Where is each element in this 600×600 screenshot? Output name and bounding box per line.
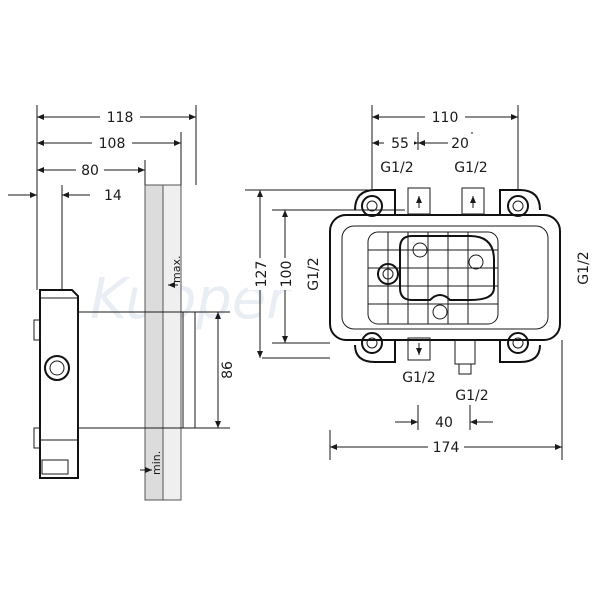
thread-left: G1/2: [306, 257, 322, 290]
wall-layer-outer: [162, 184, 182, 501]
thread-right: G1/2: [576, 251, 592, 284]
dim-100: 100: [279, 261, 295, 288]
dim-108: 108: [99, 136, 126, 152]
dim-14: 14: [104, 188, 122, 204]
dim-174: 174: [433, 440, 460, 456]
port-circle: [44, 355, 70, 381]
dim-80: 80: [81, 163, 99, 179]
valve-body: [39, 289, 79, 479]
body-outline: [329, 214, 561, 341]
thread-bottom-left: G1/2: [402, 370, 435, 386]
dim-110: 110: [432, 110, 459, 126]
lug-bottom-right: [499, 340, 541, 363]
label-max: max.: [170, 256, 183, 283]
thread-bottom-right: G1/2: [455, 388, 488, 404]
dim-20: 20: [451, 136, 469, 152]
thread-top-left: G1/2: [380, 160, 413, 176]
front-view: 110 55 20 G1/2 G1/2 127 100 G1/2 G1/2: [245, 105, 592, 460]
side-view: 118 108 80 14 86 max. min.: [8, 105, 236, 501]
dim-127: 127: [254, 261, 270, 288]
dim-40: 40: [435, 415, 453, 431]
label-min: min.: [150, 451, 163, 475]
thread-top-right: G1/2: [454, 160, 487, 176]
dim-86: 86: [220, 361, 236, 379]
bottom-outlet: [458, 363, 472, 375]
inner-grid: [367, 231, 499, 325]
lug-bottom-left: [354, 340, 396, 363]
dim-55: 55: [391, 136, 409, 152]
dim-118: 118: [107, 110, 134, 126]
center-port: [377, 263, 399, 285]
lug-top-left: [354, 189, 396, 215]
lug-top-right: [499, 189, 541, 215]
